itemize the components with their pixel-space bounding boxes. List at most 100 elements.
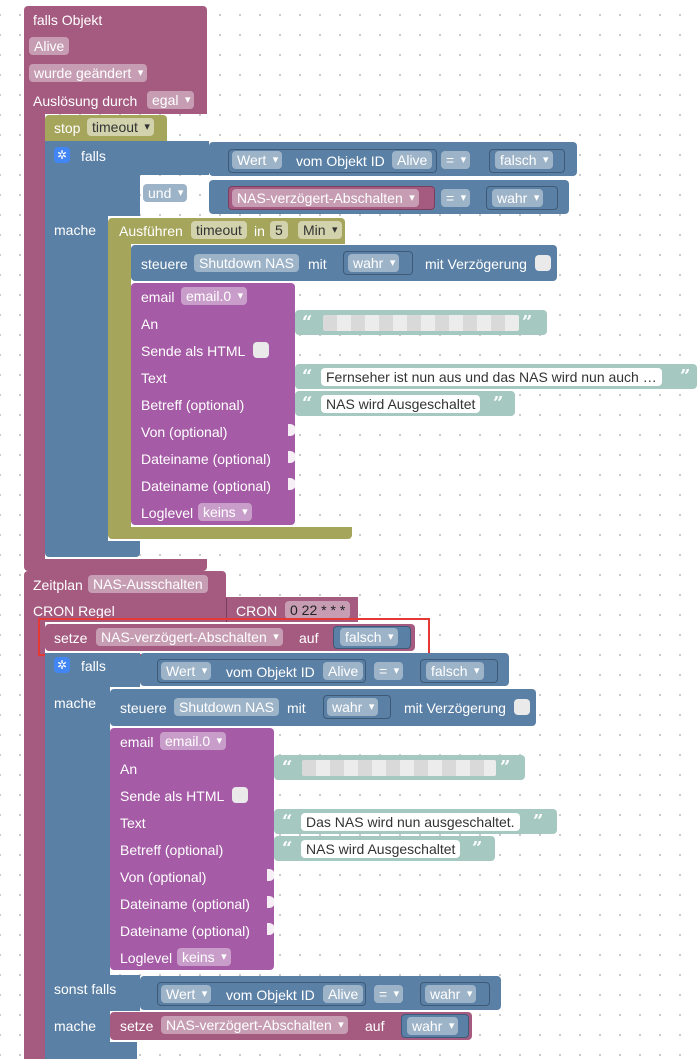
control-target-field[interactable]: Shutdown NAS — [194, 254, 299, 272]
subject-value-field-2[interactable]: NAS wird Ausgeschaltet — [301, 840, 461, 858]
cmp-value-dropdown[interactable]: falsch — [426, 662, 484, 680]
value-dropdown-2[interactable]: Wert — [161, 662, 212, 680]
do3-label: mache — [54, 1018, 97, 1034]
set2-value-dropdown[interactable]: wahr — [407, 1017, 459, 1035]
subject-value-field[interactable]: NAS wird Ausgeschaltet — [321, 395, 481, 413]
delay-field[interactable]: 5 — [270, 221, 288, 239]
timeout-name-field[interactable]: timeout — [191, 221, 247, 239]
gear-icon[interactable]: ✲ — [54, 657, 70, 673]
operator-dropdown-3[interactable]: = — [374, 662, 404, 680]
from-object-label-3: vom Objekt ID — [226, 987, 315, 1003]
control-target-field-2[interactable]: Shutdown NAS — [174, 698, 279, 716]
email-file2-label: Dateiname (optional) — [141, 478, 271, 494]
control-value-dropdown-2[interactable]: wahr — [327, 698, 379, 716]
with-label: mit — [308, 256, 327, 272]
trigger-label: Auslösung durch — [33, 93, 138, 109]
email-block[interactable] — [131, 283, 295, 525]
email-from-label: Von (optional) — [141, 424, 228, 440]
email-subject-label: Betreff (optional) — [141, 397, 245, 413]
trigger-dropdown[interactable]: egal — [147, 91, 195, 109]
quote-open-icon: “ — [282, 838, 293, 859]
email2-label: email — [120, 734, 154, 750]
delay-checkbox-2[interactable] — [514, 699, 530, 715]
schedule-spine — [24, 622, 45, 1059]
with-delay-label-2: mit Verzögerung — [404, 700, 506, 716]
email-instance-dropdown[interactable]: email.0 — [181, 287, 248, 305]
set-value-dropdown[interactable]: falsch — [340, 628, 398, 646]
quote-close-icon: ” — [533, 811, 544, 832]
if-block-wide — [45, 141, 209, 175]
event-type-dropdown[interactable]: wurde geändert — [29, 64, 148, 82]
object-id-field-3[interactable]: Alive — [323, 985, 364, 1003]
schedule-name-field[interactable]: NAS-Ausschalten — [88, 575, 208, 593]
input-socket — [288, 478, 296, 490]
control-label: steuere — [141, 256, 188, 272]
highlight-box — [38, 618, 430, 656]
input-socket — [288, 424, 296, 436]
quote-close-icon: ” — [500, 757, 511, 778]
email2-instance-dropdown[interactable]: email.0 — [160, 732, 227, 750]
email2-loglevel-label: Loglevel — [120, 950, 173, 966]
stop-timeout-dropdown[interactable]: timeout — [87, 118, 154, 136]
email-label: email — [141, 289, 175, 305]
in-label: in — [254, 223, 265, 239]
quote-open-icon: “ — [302, 393, 313, 414]
gear-icon[interactable]: ✲ — [54, 147, 70, 163]
email2-subject-label: Betreff (optional) — [120, 842, 224, 858]
email-file1-label: Dateiname (optional) — [141, 451, 271, 467]
set2-variable-dropdown[interactable]: NAS-verzögert-Abschalten — [161, 1016, 348, 1034]
set2-on-label: auf — [365, 1018, 385, 1034]
event-header: falls Objekt — [33, 12, 103, 28]
operator-dropdown[interactable]: = — [441, 151, 471, 169]
and-dropdown[interactable]: und — [143, 184, 188, 202]
loglevel-dropdown[interactable]: keins — [198, 503, 252, 521]
quote-close-icon: ” — [522, 312, 533, 333]
variable-dropdown[interactable]: NAS-verzögert-Abschalten — [232, 189, 419, 207]
control-label-2: steuere — [120, 700, 167, 716]
set2-label: setze — [120, 1018, 154, 1034]
quote-close-icon: ” — [493, 393, 504, 414]
elseif-row — [45, 975, 140, 1011]
text-value-field[interactable]: Fernseher ist nun aus und das NAS wird n… — [321, 368, 662, 386]
email2-file2-label: Dateiname (optional) — [120, 923, 250, 939]
quote-open-icon: “ — [282, 811, 293, 832]
set-variable-dropdown[interactable]: NAS-verzögert-Abschalten — [96, 628, 283, 646]
timeout-block-footer — [108, 527, 352, 539]
object-id-field[interactable]: Alive — [392, 151, 433, 169]
false-dropdown[interactable]: falsch — [495, 151, 553, 169]
true-dropdown[interactable]: wahr — [492, 189, 544, 207]
input-socket — [267, 869, 275, 881]
html-checkbox-2[interactable] — [232, 787, 248, 803]
do2-label: mache — [54, 695, 97, 711]
delay-checkbox[interactable] — [535, 255, 551, 271]
set-on-label: auf — [299, 630, 319, 646]
loglevel-dropdown-2[interactable]: keins — [177, 948, 231, 966]
input-socket — [267, 896, 275, 908]
with-delay-label: mit Verzögerung — [425, 256, 527, 272]
quote-close-icon: ” — [680, 366, 691, 387]
unit-dropdown[interactable]: Min — [298, 221, 342, 239]
value-dropdown[interactable]: Wert — [232, 151, 283, 169]
elseif-label: sonst falls — [54, 981, 117, 997]
object-id-field-2[interactable]: Alive — [323, 662, 364, 680]
if-block-2-footer — [45, 1042, 137, 1059]
from-object-label-2: vom Objekt ID — [226, 664, 315, 680]
text-value-field-2[interactable]: Das NAS wird nun ausgeschaltet. — [301, 813, 520, 831]
quote-open-icon: “ — [302, 312, 313, 333]
value-dropdown-3[interactable]: Wert — [161, 985, 212, 1003]
email2-from-label: Von (optional) — [120, 869, 207, 885]
schedule-header: Zeitplan — [33, 577, 83, 593]
control-value-dropdown[interactable]: wahr — [348, 254, 400, 272]
operator-dropdown-4[interactable]: = — [374, 985, 404, 1003]
email-block-2[interactable] — [110, 728, 274, 970]
cron-value-field[interactable]: 0 22 * * * — [285, 601, 351, 619]
html-checkbox[interactable] — [253, 342, 269, 358]
operator-dropdown-2[interactable]: = — [441, 189, 471, 207]
cron-rule-label: CRON Regel — [33, 603, 115, 619]
elseif-cmp-dropdown[interactable]: wahr — [425, 985, 477, 1003]
event-object-field[interactable]: Alive — [29, 37, 70, 55]
email2-html-label: Sende als HTML — [120, 788, 225, 804]
email2-text-label: Text — [120, 815, 146, 831]
if-label: falls — [81, 148, 106, 164]
do-label: mache — [54, 222, 97, 238]
